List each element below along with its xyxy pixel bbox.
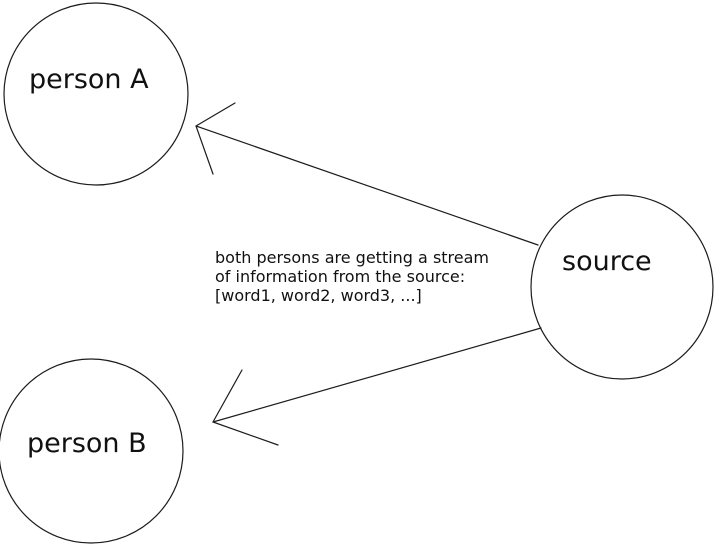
annotation-line-2: of information from the source:	[215, 267, 465, 286]
source-node	[530, 194, 714, 380]
annotation-line-1: both persons are getting a stream	[215, 248, 489, 267]
person-a-node	[3, 2, 189, 186]
source-label: source	[562, 246, 652, 277]
person-b-label: person B	[27, 428, 147, 459]
person-b-node	[0, 358, 184, 544]
person-a-label: person A	[29, 64, 149, 95]
arrow-source-to-person-b-icon	[212, 327, 542, 446]
arrow-source-to-person-a-icon	[195, 102, 539, 246]
annotation-line-3: [word1, word2, word3, ...]	[215, 286, 422, 305]
